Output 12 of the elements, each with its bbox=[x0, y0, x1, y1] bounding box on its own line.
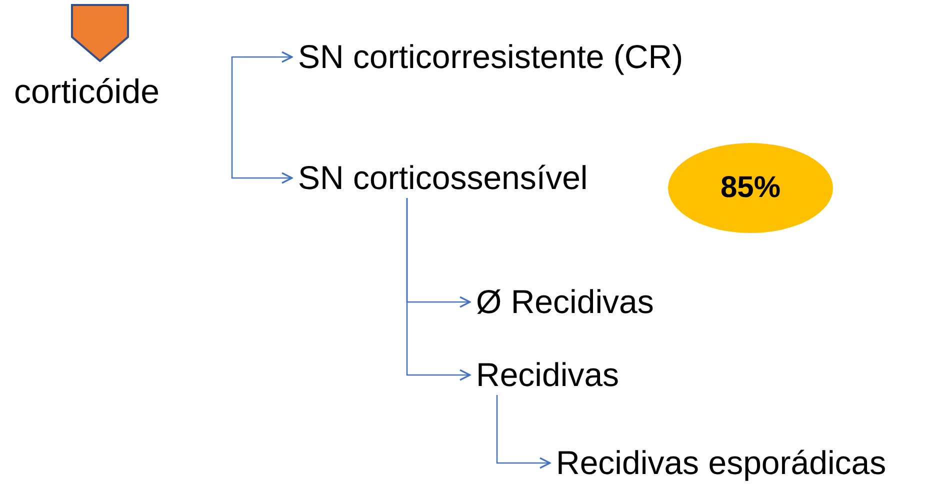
arrow bbox=[231, 51, 293, 115]
node-label: corticóide bbox=[14, 72, 160, 112]
percentage-label: 85% bbox=[719, 170, 782, 206]
arrow bbox=[496, 395, 551, 469]
node-label: Recidivas bbox=[475, 355, 620, 395]
percentage-ellipse bbox=[668, 143, 833, 233]
arrow bbox=[231, 115, 293, 184]
arrow bbox=[406, 198, 471, 381]
node-label: SN corticorresistente (CR) bbox=[297, 37, 684, 77]
node-label: Ø Recidivas bbox=[475, 282, 655, 322]
node-label: SN corticossensível bbox=[297, 158, 589, 198]
node-label: Recidivas esporádicas bbox=[555, 443, 888, 483]
